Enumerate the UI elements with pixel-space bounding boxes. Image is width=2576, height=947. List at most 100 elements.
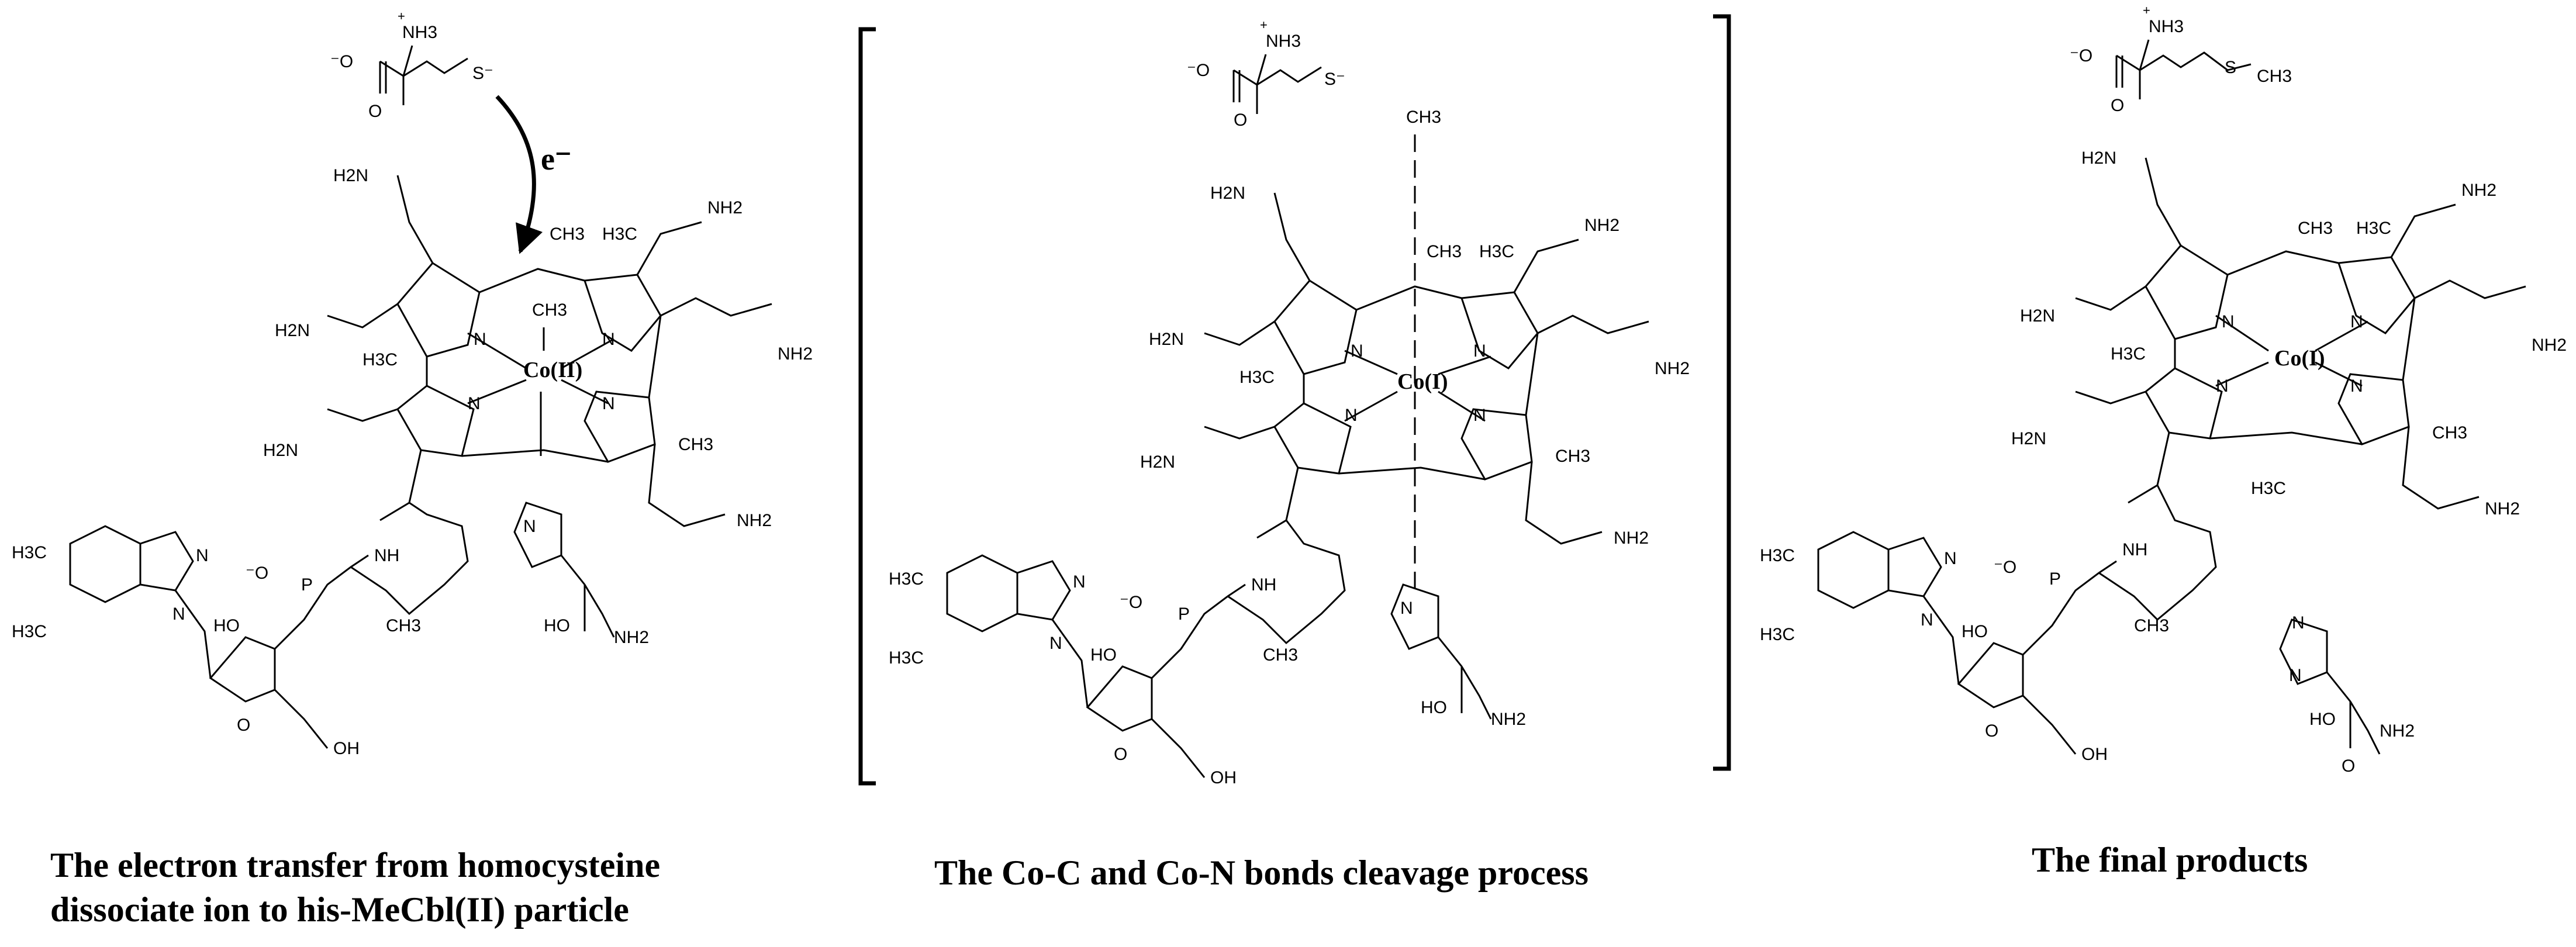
p1-amide-b: H2N	[275, 321, 310, 340]
methionine-molecule: ⁻O O NH3 + S CH3	[2070, 3, 2292, 115]
p2-n4: N	[1473, 406, 1486, 425]
p1-n4: N	[602, 394, 615, 413]
p2-benz-n1: N	[1073, 572, 1086, 592]
homocys-o-minus: ⁻O	[330, 52, 353, 71]
p3-n2: N	[2350, 312, 2363, 331]
caption-panel-1: The electron transfer from homocysteine …	[50, 843, 660, 932]
p2-ribose-oh1: HO	[1090, 645, 1117, 665]
p3-methyl-d: CH3	[2432, 423, 2467, 443]
homocys2-o: O	[1234, 110, 1247, 130]
p2-his-oh: HO	[1421, 698, 1447, 717]
electron-transfer-arrow	[495, 95, 543, 254]
p1-benz-me1: H3C	[12, 543, 47, 562]
panel3-metal-center: Co(I)	[2274, 346, 2325, 371]
p3-amide-b: H2N	[2020, 306, 2055, 326]
p3-ribose-o: O	[1985, 721, 1998, 741]
p3-ribose-oh1: HO	[1962, 622, 1988, 641]
p1-ribose-o: O	[237, 716, 250, 735]
corrin-ring	[69, 175, 772, 749]
p3-amide-f: NH2	[2485, 499, 2520, 519]
p3-methyl-f: H3C	[2251, 479, 2286, 498]
caption-panel-2: The Co-C and Co-N bonds cleavage process	[934, 853, 1589, 892]
p1-amide-d: NH2	[707, 198, 743, 217]
p2-oxide: ⁻O	[1120, 593, 1142, 612]
p3-ribose-oh2: OH	[2081, 745, 2108, 764]
homocys-nh3: NH3	[402, 23, 437, 42]
p2-n1: N	[1351, 341, 1363, 361]
right-bracket	[1713, 14, 1731, 771]
panel-3-final-products: ⁻O O NH3 + S CH3	[1760, 3, 2567, 776]
p2-benz-n2: N	[1049, 634, 1062, 653]
p3-n3: N	[2216, 376, 2229, 396]
p3-methyl-c: H3C	[2111, 344, 2146, 364]
homocys2-o-minus: ⁻O	[1187, 61, 1210, 80]
p2-ribose-oh2: OH	[1210, 768, 1237, 787]
p3-benz-n2: N	[1921, 610, 1933, 630]
p2-his-nh2: NH2	[1491, 710, 1526, 729]
p1-benz-me2: H3C	[12, 622, 47, 641]
p3-n4: N	[2350, 376, 2363, 396]
p3-amide-a: H2N	[2081, 148, 2116, 168]
met-o: O	[2111, 96, 2124, 115]
p1-amide-c: H2N	[263, 441, 298, 460]
p2-benz-me2: H3C	[889, 648, 924, 668]
p2-amide-c: H2N	[1140, 452, 1175, 472]
homocys2-s: S⁻	[1324, 70, 1345, 89]
p1-his-oh: HO	[544, 616, 570, 635]
caption-panel-1-line-1: The electron transfer from homocysteine	[50, 846, 661, 884]
electron-label: e⁻	[541, 141, 571, 177]
p2-amide-a: H2N	[1210, 184, 1245, 203]
p1-amide-f: NH2	[737, 511, 772, 530]
corrin-ring-2	[946, 192, 1649, 778]
p1-methyl-d: CH3	[678, 435, 713, 454]
p1-n1: N	[474, 330, 486, 349]
p2-amide-d: NH2	[1584, 216, 1620, 235]
p2-amine: NH	[1251, 575, 1276, 595]
p1-benz-n1: N	[196, 546, 209, 565]
panel2-metal-center: Co(I)	[1397, 369, 1448, 394]
p3-his-n2: N	[2289, 666, 2302, 685]
p3-his-oh: HO	[2309, 710, 2336, 729]
p3-his-n1: N	[2292, 613, 2305, 633]
p2-amide-f: NH2	[1614, 528, 1649, 548]
p3-methyl-a: CH3	[2298, 219, 2333, 238]
p1-amide-e: NH2	[778, 344, 813, 364]
p2-benz-me1: H3C	[889, 569, 924, 589]
p1-benz-n2: N	[172, 604, 185, 624]
p3-phosphorus: P	[2049, 569, 2061, 589]
p3-amide-d: NH2	[2461, 181, 2496, 200]
p1-amine: NH	[374, 546, 399, 565]
p1-ribose-oh1: HO	[213, 616, 240, 635]
left-bracket	[858, 27, 876, 786]
panel-1-electron-transfer: ⁻O O NH3 + S⁻ e⁻	[12, 9, 813, 758]
p3-benz-me1: H3C	[1760, 546, 1795, 565]
homocys2-plus: +	[1260, 18, 1268, 32]
homocys-s: S⁻	[472, 64, 493, 83]
p1-n2: N	[602, 330, 615, 349]
p2-n3: N	[1345, 406, 1358, 425]
homocys2-nh3: NH3	[1266, 32, 1301, 51]
met-s: S	[2225, 58, 2236, 77]
met-nh3: NH3	[2149, 17, 2184, 36]
met-plus: +	[2143, 3, 2150, 18]
p1-oxide: ⁻O	[246, 564, 268, 583]
p3-amide-c: H2N	[2011, 429, 2046, 448]
p2-ribose-o: O	[1114, 745, 1127, 764]
p3-his-nh2: NH2	[2380, 721, 2415, 741]
p2-methyl-detached: CH3	[1406, 108, 1441, 127]
p3-benz-n1: N	[1944, 549, 1957, 568]
p3-methyl-e: CH3	[2134, 616, 2169, 635]
p2-methyl-e: CH3	[1263, 645, 1298, 665]
p1-his-n: N	[523, 517, 536, 536]
p3-his-o: O	[2342, 756, 2355, 776]
p2-amide-e: NH2	[1655, 359, 1690, 378]
p1-methyl-c: H3C	[362, 350, 398, 369]
panel1-metal-center: Co(II)	[523, 358, 582, 382]
p1-n3: N	[468, 394, 481, 413]
met-o-minus: ⁻O	[2070, 46, 2092, 65]
caption-panel-3: The final products	[2032, 841, 2308, 879]
corrin-ring-3	[1817, 157, 2526, 755]
homocysteine-molecule: ⁻O O NH3 + S⁻	[330, 9, 493, 121]
